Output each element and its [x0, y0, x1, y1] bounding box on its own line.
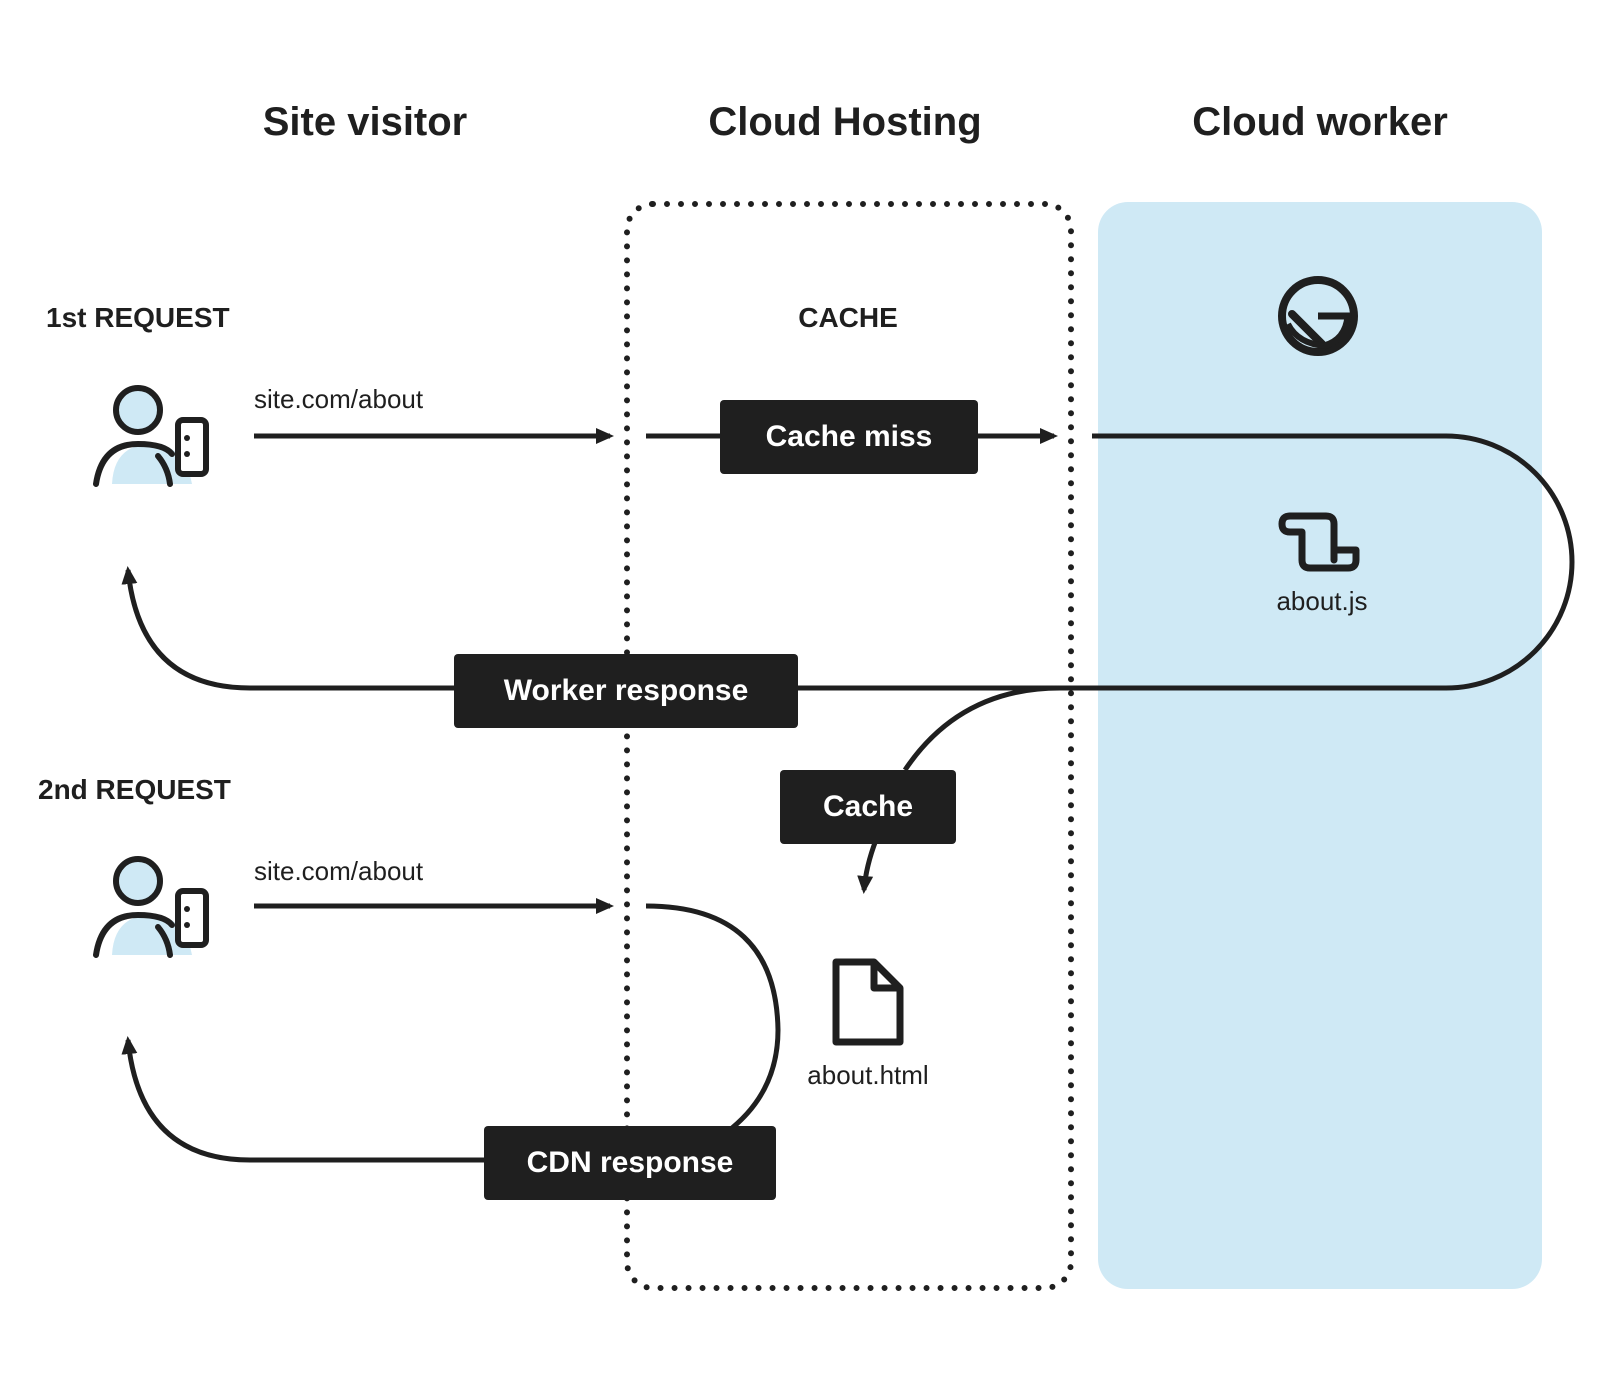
first-request-label: 1st REQUEST	[46, 302, 230, 333]
column-title-worker: Cloud worker	[1192, 100, 1448, 144]
worker-loop-path	[121, 433, 1575, 691]
cache-miss-pill: Cache miss	[720, 400, 978, 474]
about-js-label: about.js	[1276, 586, 1368, 616]
cloud-worker-panel	[1098, 202, 1542, 1289]
cache-label: CACHE	[798, 302, 898, 333]
cdn-response-path	[121, 1036, 490, 1163]
cdn-response-pill: CDN response	[484, 1126, 776, 1200]
scroll-icon	[1278, 512, 1360, 572]
column-title-hosting: Cloud Hosting	[708, 100, 982, 144]
about-html-label: about.html	[807, 1060, 929, 1090]
worker-response-pill: Worker response	[454, 654, 798, 728]
cloud-hosting-boundary	[624, 201, 1074, 1291]
request-url-2: site.com/about	[254, 856, 424, 886]
cdn-loop-path	[645, 903, 781, 1130]
column-title-visitor: Site visitor	[262, 100, 468, 144]
cache-to-file-arrow	[857, 839, 879, 894]
cache-pill: Cache	[780, 770, 956, 844]
request-url-1: site.com/about	[254, 384, 424, 414]
second-request-label: 2nd REQUEST	[38, 774, 231, 805]
file-icon	[832, 958, 904, 1046]
cache-write-path	[902, 685, 1061, 772]
gatsby-logo-icon	[1278, 276, 1358, 356]
visitor-icon-2	[93, 856, 209, 958]
visitor-icon-1	[93, 385, 209, 487]
